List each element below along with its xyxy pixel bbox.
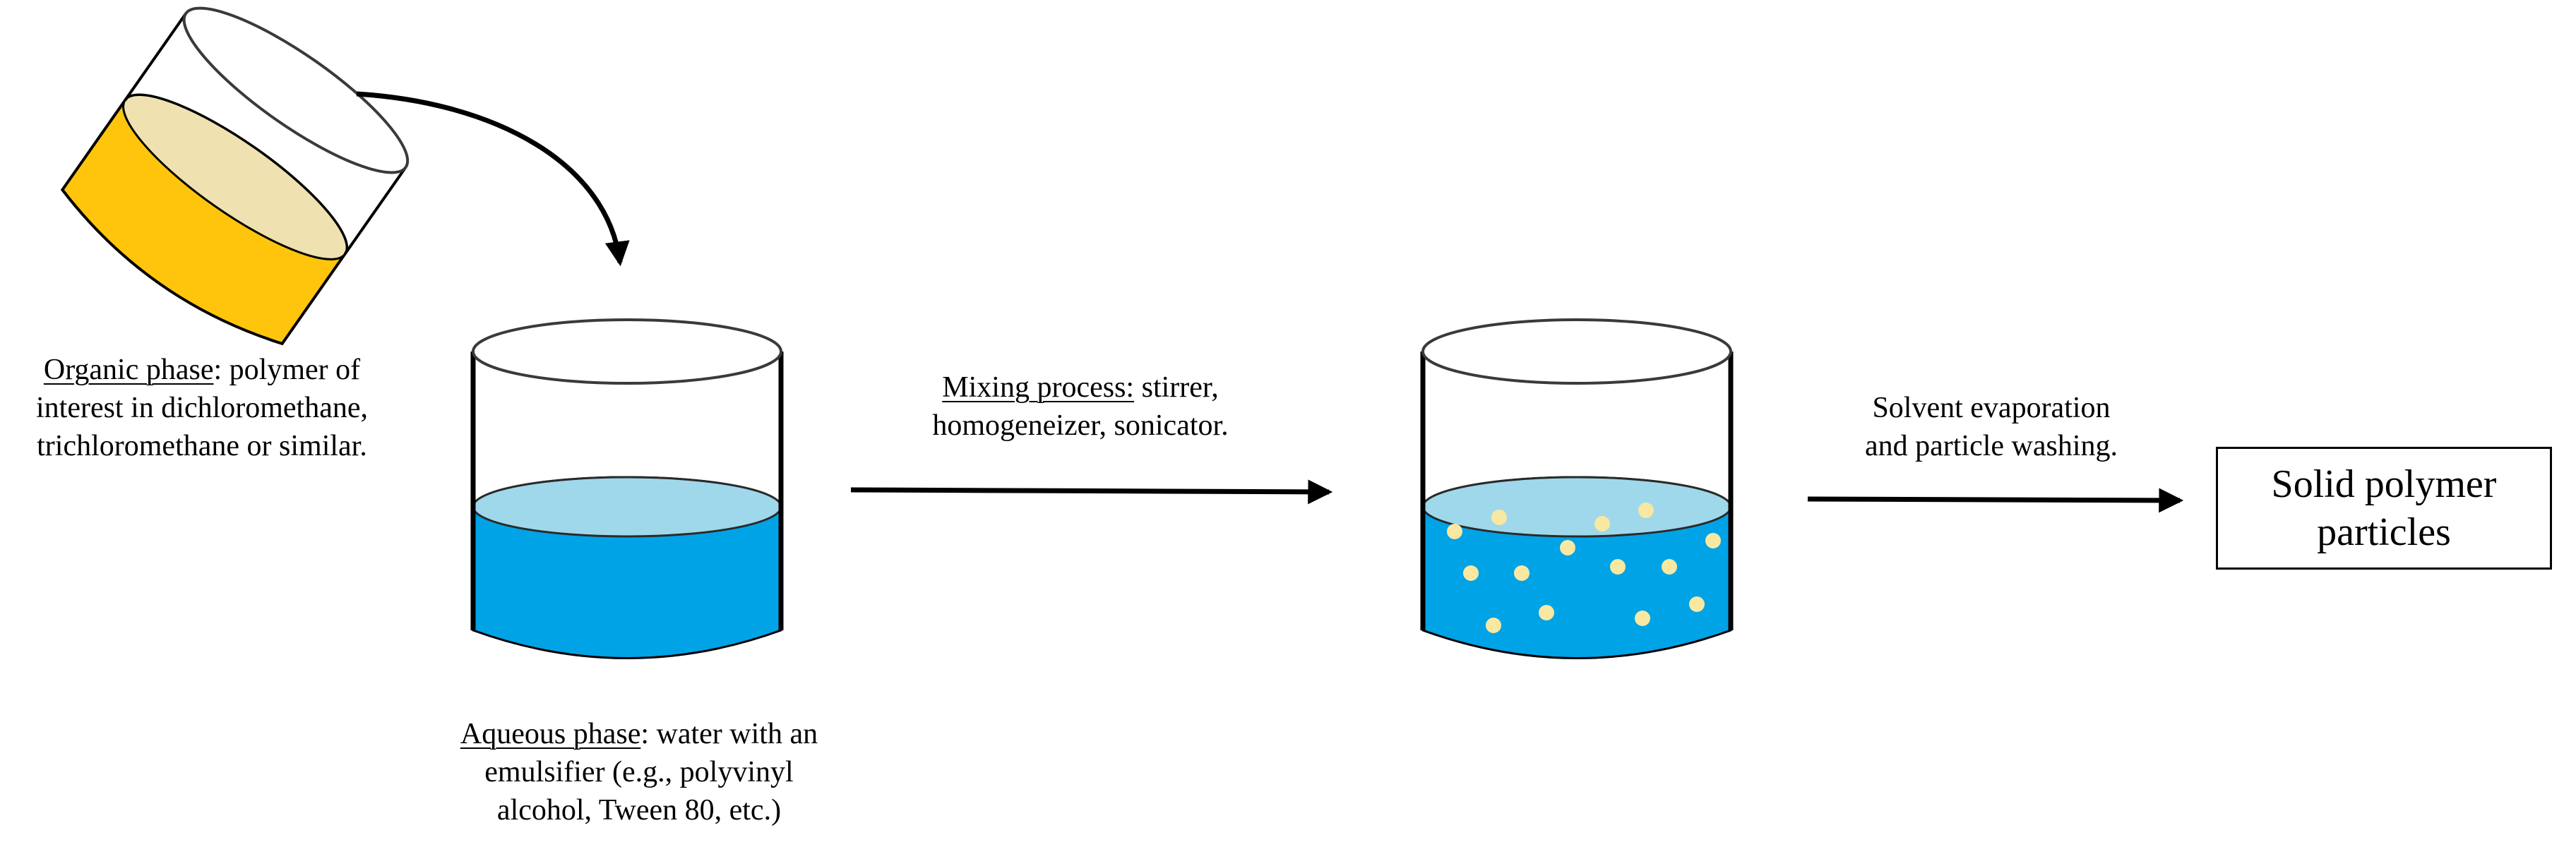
droplet xyxy=(1463,565,1479,581)
emulsion-liquid-surface xyxy=(1421,476,1732,538)
droplet xyxy=(1514,565,1530,581)
result-line2: particles xyxy=(2317,510,2451,554)
droplet xyxy=(1689,596,1705,612)
mixing-arrow xyxy=(850,479,1333,505)
solvent-evaporation-caption: Solvent evaporation and particle washing… xyxy=(1808,389,2175,465)
organic-beaker-rim xyxy=(182,6,410,174)
organic-phase-beaker xyxy=(60,6,410,346)
droplet xyxy=(1539,605,1554,620)
droplet xyxy=(1635,611,1650,626)
pour-arrow xyxy=(356,91,630,267)
droplet xyxy=(1638,503,1654,518)
droplet xyxy=(1447,524,1462,539)
droplet xyxy=(1560,540,1575,555)
organic-phase-line3: trichloromethane or similar. xyxy=(37,430,367,462)
solvent-evaporation-line1: Solvent evaporation xyxy=(1872,392,2111,424)
organic-phase-line2: interest in dichloromethane, xyxy=(35,392,369,424)
droplet xyxy=(1486,618,1501,633)
aqueous-phase-line1: : water with an xyxy=(640,718,818,750)
mixing-process-line2: homogeneizer, sonicator. xyxy=(932,409,1229,442)
organic-beaker-wall-right xyxy=(343,166,407,256)
result-line1: Solid polymer xyxy=(2271,462,2497,506)
emulsion-beaker xyxy=(1420,318,1734,659)
aqueous-phase-caption: Aqueous phase: water with an emulsifier … xyxy=(424,715,854,829)
emulsion-beaker-rim xyxy=(1421,318,1732,385)
aqueous-phase-beaker xyxy=(470,318,784,659)
aqueous-liquid-surface xyxy=(472,476,782,538)
droplet xyxy=(1662,559,1677,575)
droplet xyxy=(1705,533,1721,548)
polymer-droplets xyxy=(1447,503,1721,633)
mixing-process-line1: stirrer, xyxy=(1134,371,1219,404)
mixing-process-caption: Mixing process: stirrer, homogeneizer, s… xyxy=(883,368,1278,445)
organic-phase-line1: : polymer of xyxy=(213,354,361,386)
organic-phase-caption: Organic phase: polymer of interest in di… xyxy=(0,351,404,465)
mixing-process-term: Mixing process: xyxy=(942,371,1135,404)
aqueous-beaker-rim xyxy=(472,318,782,385)
organic-phase-term: Organic phase xyxy=(43,354,214,386)
solvent-evaporation-line2: and particle washing. xyxy=(1864,430,2118,462)
aqueous-phase-term: Aqueous phase xyxy=(460,718,641,750)
aqueous-phase-line3: alcohol, Tween 80, etc.) xyxy=(496,794,782,827)
droplet xyxy=(1610,559,1626,575)
droplet xyxy=(1491,510,1507,525)
droplet xyxy=(1594,516,1610,531)
evaporation-arrow xyxy=(1807,488,2184,513)
organic-beaker-wall-left xyxy=(124,12,187,102)
aqueous-phase-line2: emulsifier (e.g., polyvinyl xyxy=(484,756,794,788)
solid-polymer-particles-box: Solid polymer particles xyxy=(2216,447,2552,570)
